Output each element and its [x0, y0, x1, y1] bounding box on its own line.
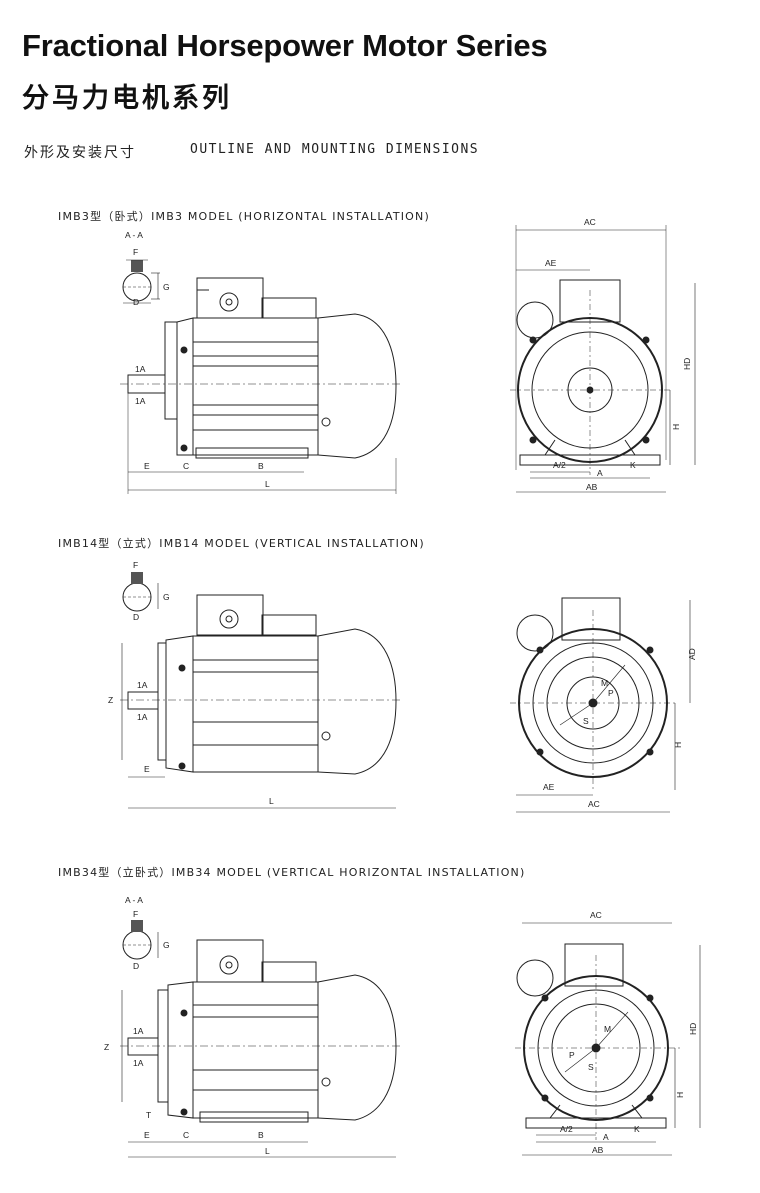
dim-e: E: [144, 1130, 150, 1140]
imb34-front-view: [515, 922, 701, 1156]
dim-g: G: [163, 282, 170, 292]
dim-z: Z: [104, 1042, 109, 1052]
dim-h: H: [673, 742, 683, 748]
imb34-side-view: [120, 920, 400, 1158]
dim-b: B: [258, 461, 264, 471]
dim-g: G: [163, 592, 170, 602]
dim-ac: AC: [588, 799, 600, 809]
dim-z: Z: [108, 695, 113, 705]
dim-ab: AB: [592, 1145, 604, 1155]
dim-f: F: [133, 247, 138, 257]
page-title-chinese: 分马力电机系列: [22, 83, 232, 114]
dim-ae: AE: [545, 258, 557, 268]
dim-s: S: [588, 1062, 594, 1072]
dim-m: M: [601, 678, 608, 688]
imb3-front-view: [510, 225, 696, 493]
dim-1a-top: 1A: [133, 1026, 144, 1036]
section-label: A - A: [125, 895, 143, 905]
page-title: Fractional Horsepower Motor Series: [22, 28, 548, 63]
dim-ad: AD: [687, 648, 697, 660]
dim-d: D: [133, 961, 139, 971]
dim-1a-top: 1A: [137, 680, 148, 690]
dim-g: G: [163, 940, 170, 950]
dim-k: K: [630, 460, 636, 470]
dim-hd: HD: [682, 358, 692, 370]
dim-l: L: [269, 796, 274, 806]
dim-ab: AB: [586, 482, 598, 492]
dim-d: D: [133, 297, 139, 307]
dim-p: P: [569, 1050, 575, 1060]
dim-l: L: [265, 1146, 270, 1156]
dim-c: C: [183, 461, 189, 471]
dim-1a-bottom: 1A: [137, 712, 148, 722]
imb14-side-view: [120, 572, 400, 809]
section-title-imb34: IMB34型（立卧式）IMB34 MODEL (VERTICAL HORIZON…: [58, 866, 526, 879]
dim-c: C: [183, 1130, 189, 1140]
imb14-front-view: [510, 597, 691, 813]
subtitle-english: OUTLINE AND MOUNTING DIMENSIONS: [190, 142, 480, 157]
dim-m: M: [604, 1024, 611, 1034]
dim-b: B: [258, 1130, 264, 1140]
dim-a: A: [597, 468, 603, 478]
dim-hd: HD: [688, 1023, 698, 1035]
dim-h: H: [675, 1092, 685, 1098]
subtitle-chinese: 外形及安装尺寸: [24, 145, 136, 161]
dim-ac: AC: [590, 910, 602, 920]
dim-s: S: [583, 716, 589, 726]
dim-ac: AC: [584, 217, 596, 227]
dim-f: F: [133, 560, 138, 570]
dim-ae: AE: [543, 782, 555, 792]
dim-h: H: [671, 424, 681, 430]
dim-1a-bottom: 1A: [133, 1058, 144, 1068]
dim-e: E: [144, 461, 150, 471]
dim-e: E: [144, 764, 150, 774]
dim-1a-bottom: 1A: [135, 396, 146, 406]
dim-1a-top: 1A: [135, 364, 146, 374]
dim-t: T: [146, 1110, 151, 1120]
dim-a: A: [603, 1132, 609, 1142]
dim-k: K: [634, 1124, 640, 1134]
dim-a2: A/2: [553, 460, 566, 470]
dim-l: L: [265, 479, 270, 489]
dim-a2: A/2: [560, 1124, 573, 1134]
section-label: A - A: [125, 230, 143, 240]
dim-f: F: [133, 909, 138, 919]
dim-d: D: [133, 612, 139, 622]
dim-p: P: [608, 688, 614, 698]
section-title-imb3: IMB3型（卧式）IMB3 MODEL (HORIZONTAL INSTALLA…: [58, 210, 430, 223]
section-title-imb14: IMB14型（立式）IMB14 MODEL (VERTICAL INSTALLA…: [58, 537, 425, 550]
